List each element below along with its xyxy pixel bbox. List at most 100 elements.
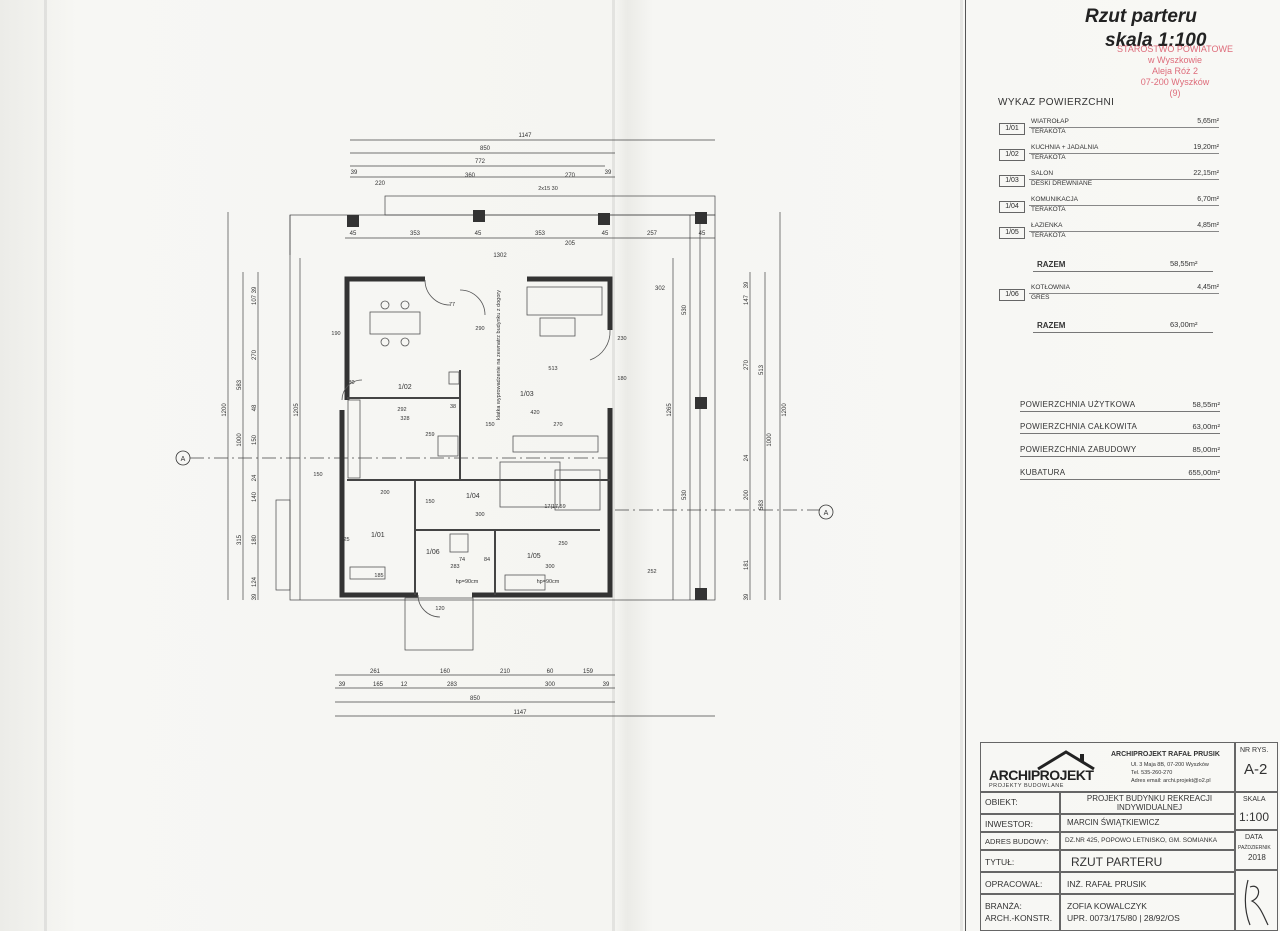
column-2	[473, 210, 485, 222]
interior-walls	[347, 370, 610, 595]
area-row-value: 4,45m²	[1197, 284, 1219, 291]
sofa	[526, 286, 603, 316]
dim-text: 772	[475, 159, 486, 165]
area-row-name: KUCHNIA + JADALNIA	[1031, 144, 1099, 151]
chair	[380, 337, 390, 347]
dim-text: 45	[602, 231, 609, 237]
dim-text: 60	[547, 669, 554, 675]
dim-text: 530	[682, 304, 688, 315]
sheet-fold-left	[44, 0, 47, 931]
coffee-table	[539, 317, 576, 337]
summary-row: POWIERZCHNIA UŻYTKOWA 58,55m²	[1020, 400, 1220, 414]
date-year: 2018	[1248, 853, 1266, 862]
dimensions-left: 1200 1000 1205 39 107 270 583 48 150 24 …	[222, 286, 300, 600]
area-row: 1/03 SALON DESKI DREWNIANE 22,15m²	[999, 170, 1229, 194]
dim-text: 270	[744, 359, 750, 370]
room-tag: 1/01	[371, 532, 385, 539]
address-label: ADRES BUDOWY:	[985, 837, 1049, 846]
entrance-porch	[404, 597, 474, 651]
area-row-number: 1/05	[999, 227, 1025, 239]
area-row-value: 4,85m²	[1197, 222, 1219, 229]
dim-text: 200	[744, 489, 750, 500]
summary-line	[1020, 433, 1220, 434]
column-5	[695, 397, 707, 409]
dim-text: 150	[313, 472, 322, 478]
area-row: 1/01 WIATROŁAP TERAKOTA 5,65m²	[999, 118, 1229, 142]
door-swing	[341, 379, 363, 401]
dim-text: 185	[374, 573, 383, 579]
dim-text: 140	[252, 491, 258, 502]
dim-text: 210	[500, 669, 511, 675]
dim-text: 159	[583, 669, 594, 675]
dim-text: 252	[647, 569, 656, 575]
dim-text: 165	[373, 682, 384, 688]
area-row-line	[1029, 179, 1219, 180]
area-row-line	[1029, 205, 1219, 206]
area-row-number: 1/03	[999, 175, 1025, 187]
exterior-walls	[339, 276, 613, 598]
dim-text: 283	[447, 682, 458, 688]
stairs-landing	[554, 469, 601, 511]
title-grid: ARCHIPROJEKT PROJEKTY BUDOWLANE ARCHIPRO…	[980, 742, 1280, 931]
dim-text: 180	[252, 534, 258, 545]
dim-text: 190	[331, 331, 340, 337]
area-row-finish: TERAKOTA	[1031, 206, 1066, 213]
value-cell: ZOFIA KOWALCZYK UPR. 0073/175/80 | 28/92…	[1060, 894, 1235, 931]
subtotal-value: 58,55m²	[1170, 259, 1198, 268]
chair	[400, 337, 410, 347]
scale-label: SKALA	[1243, 796, 1266, 803]
title-label: TYTUŁ:	[985, 857, 1015, 867]
dim-text: 39	[252, 593, 258, 600]
summary-value: 85,00m²	[1192, 445, 1220, 454]
door-swing	[459, 289, 486, 316]
dim-text: 45	[350, 231, 357, 237]
area-row-name: KOMUNIKACJA	[1031, 196, 1078, 203]
columns	[347, 210, 707, 600]
title-block-frame	[965, 0, 1260, 931]
floor-plan-drawing: A A 1147 850 772 39 220 360 270 39 45 35…	[175, 133, 834, 717]
stamp-line: w Wyszkowie	[1148, 55, 1202, 65]
top-steps	[384, 195, 716, 216]
dim-text: 181	[744, 559, 750, 570]
house-logo-icon	[1037, 750, 1095, 771]
dim-text: 261	[370, 669, 381, 675]
area-row: 1/02 KUCHNIA + JADALNIA TERAKOTA 19,20m²	[999, 144, 1229, 168]
room-tag: 1/05	[527, 553, 541, 560]
dim-text: 39	[605, 170, 612, 176]
chair	[400, 300, 410, 310]
side-steps	[275, 499, 291, 591]
dim-text: 225	[340, 537, 349, 543]
summary-value: 58,55m²	[1192, 400, 1220, 409]
office-stamp: STAROSTWO POWIATOWE w Wyszkowie Aleja Ró…	[1105, 44, 1245, 99]
dim-text: 300	[475, 512, 484, 518]
chimney	[448, 371, 460, 385]
dim-text: 850	[480, 146, 491, 152]
area-row-number: 1/02	[999, 149, 1025, 161]
discipline-label-2: ARCH.-KONSTR.	[985, 913, 1053, 923]
dim-text: 270	[565, 173, 576, 179]
total-label: RAZEM	[1037, 321, 1066, 330]
dim-text: 39	[351, 170, 358, 176]
dim-text: 328	[400, 416, 409, 422]
designer-license: UPR. 0073/175/80 | 28/92/OS	[1067, 913, 1180, 923]
total-line	[1033, 332, 1213, 333]
scale-cell: SKALA 1:100	[1235, 792, 1278, 830]
door-swing	[589, 329, 611, 361]
title-value: RZUT PARTERU	[1071, 855, 1163, 869]
object-value: PROJEKT BUDYNKU REKREACJI INDYWIDUALNEJ	[1086, 794, 1213, 812]
area-row-value: 6,70m²	[1197, 196, 1219, 203]
room-tags: 1/01 1/02 1/03 1/04 1/05 1/06	[371, 384, 541, 560]
dim-text: 300	[545, 682, 556, 688]
drawing-title: Rzut parteru	[1085, 6, 1197, 27]
firm-line: Tel. 535-260-270	[1131, 770, 1173, 776]
area-row-line	[1029, 293, 1219, 294]
author-label: OPRACOWAŁ:	[985, 879, 1043, 889]
area-row: 1/05 ŁAZIENKA TERAKOTA 4,85m²	[999, 222, 1229, 246]
dim-text: 160	[440, 669, 451, 675]
area-row: 1/06 KOTŁOWNIA GRES 4,45m²	[999, 284, 1229, 308]
dim-text: 1147	[519, 133, 533, 139]
chimney-note: klatka wyprowadzenie na zewnatrz budynku…	[496, 290, 502, 420]
summary-row: KUBATURA 655,00m²	[1020, 468, 1220, 482]
author-value: INŻ. RAFAŁ PRUSIK	[1067, 879, 1147, 889]
